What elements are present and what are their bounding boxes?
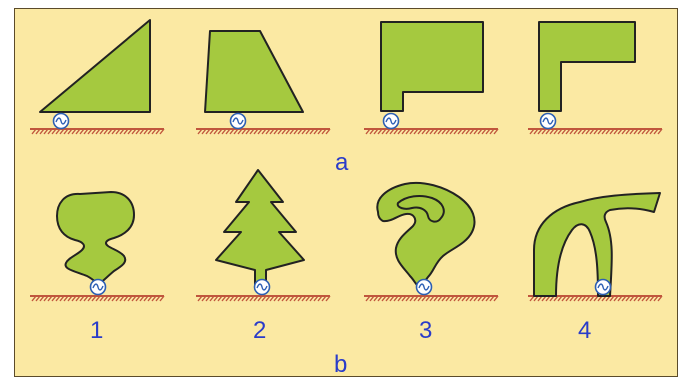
ground-line — [30, 129, 164, 134]
shape-mushroom-blob — [57, 192, 134, 284]
item-label-2: 2 — [253, 317, 266, 344]
roller-support-icon — [54, 114, 69, 129]
ground-line — [196, 129, 330, 134]
roller-support-icon — [384, 114, 399, 129]
roller-support-icon — [417, 280, 432, 295]
roller-support-icon — [91, 280, 106, 295]
roller-support-icon — [541, 114, 556, 129]
shape-swirl-blob — [377, 183, 474, 288]
shape-fir-tree — [216, 170, 304, 286]
item-label-1: 1 — [90, 317, 103, 344]
ground-line — [364, 296, 498, 301]
item-label-4: 4 — [578, 317, 591, 344]
shape-trapezoid — [205, 31, 303, 112]
ground-line — [528, 129, 662, 134]
roller-support-icon — [255, 280, 270, 295]
shape-right-triangle — [40, 20, 150, 112]
roller-supports — [54, 114, 611, 295]
shape-l-shape — [539, 22, 635, 111]
ground-line — [364, 129, 498, 134]
shape-notched-rectangle — [381, 22, 483, 111]
item-label-3: 3 — [419, 317, 432, 344]
ground-line — [30, 296, 164, 301]
roller-support-icon — [231, 114, 246, 129]
row-b-label: b — [334, 351, 347, 378]
roller-support-icon — [596, 280, 611, 295]
row-a-label: a — [335, 149, 349, 176]
ground-line — [196, 296, 330, 301]
shape-arch-branch — [534, 193, 660, 296]
